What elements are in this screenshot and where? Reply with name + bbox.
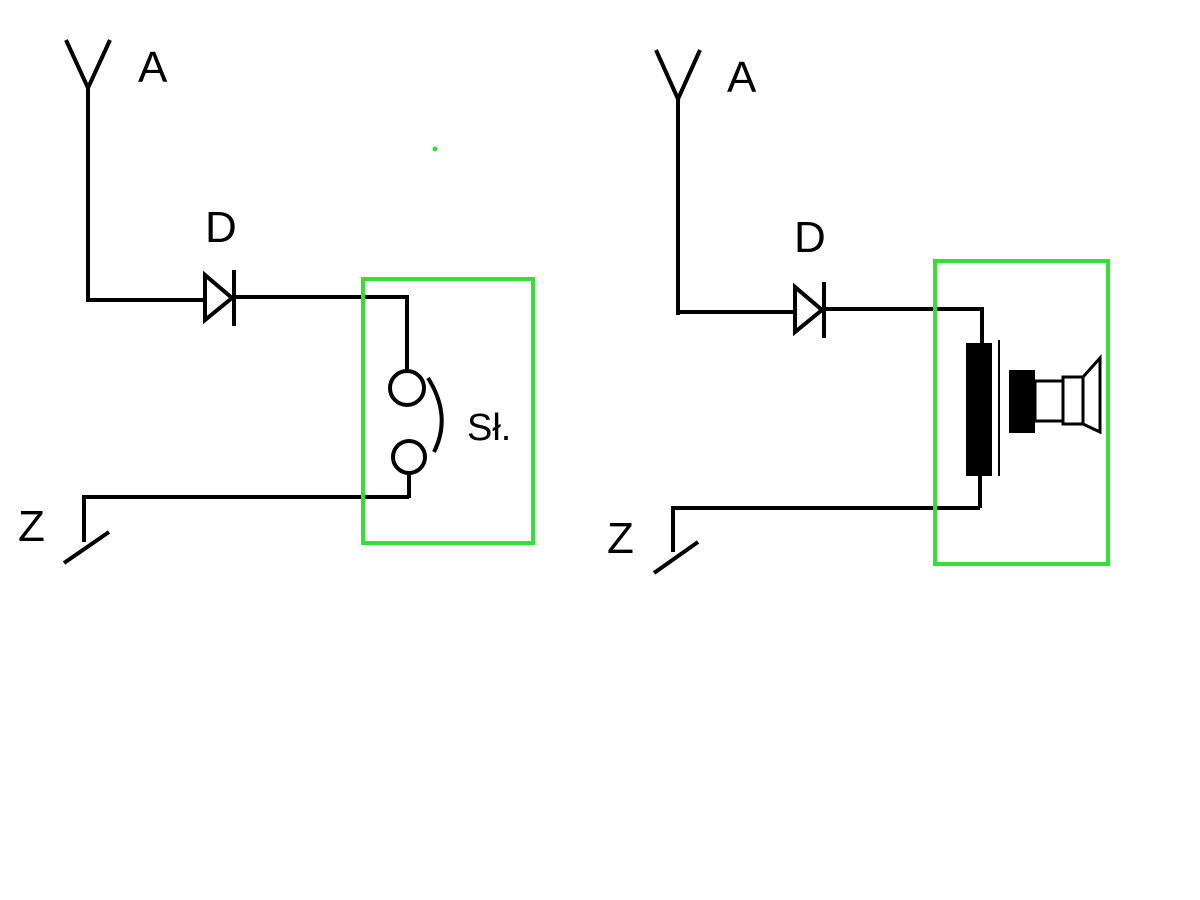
diode-icon [793,282,826,338]
ground-icon [652,540,700,575]
diode-icon [203,270,236,326]
highlight-frame [361,277,535,545]
ground-label: Z [18,502,45,551]
diode-label: D [794,213,826,262]
diode-label: D [205,203,237,252]
antenna-label: A [138,43,168,92]
antenna-icon [64,39,112,302]
stray-dot [432,146,438,152]
wire-diode-headphones [234,295,409,372]
highlight-frame [933,259,1110,566]
speaker-icon [1009,354,1102,435]
left-circuit: A D Sł. Z [18,39,535,565]
antenna-icon [654,49,702,315]
antenna-label: A [727,53,757,102]
ground-icon [62,530,111,565]
wire-headphones-ground [82,495,409,542]
wire-transformer-ground [671,506,980,552]
ground-label: Z [607,514,634,563]
right-circuit: A D Z [607,49,1110,575]
headphones-icon [388,369,444,498]
transformer-icon [966,340,1000,508]
headphones-label: Sł. [467,407,511,449]
wire-diode-transformer [824,307,984,345]
